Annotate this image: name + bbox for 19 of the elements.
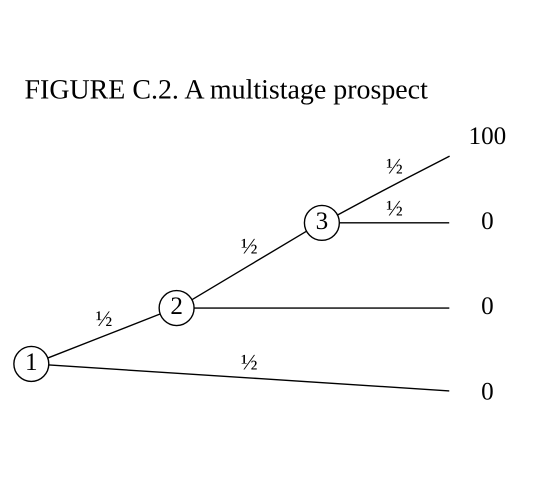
- connector: [48, 312, 160, 358]
- node-text: 100: [468, 122, 506, 150]
- edge-label: ½: [96, 305, 112, 330]
- node-text: 0: [481, 292, 494, 320]
- edge-label: ½: [240, 348, 258, 374]
- connector: [192, 230, 307, 300]
- connector: [337, 155, 450, 216]
- node-text: 0: [481, 378, 494, 405]
- connector: [194, 306, 450, 308]
- connector: [48, 364, 450, 392]
- connector: [339, 222, 450, 224]
- edge-label: ½: [240, 232, 258, 258]
- edge-label: ½: [386, 153, 403, 178]
- node-circle: 1: [13, 345, 50, 382]
- node-circle: 3: [304, 204, 340, 240]
- edge-label: ½: [386, 195, 403, 220]
- node-text: 0: [481, 207, 494, 234]
- node-circle: 2: [158, 289, 195, 326]
- diagram-title: FIGURE C.2. A multistage prospect: [24, 74, 428, 106]
